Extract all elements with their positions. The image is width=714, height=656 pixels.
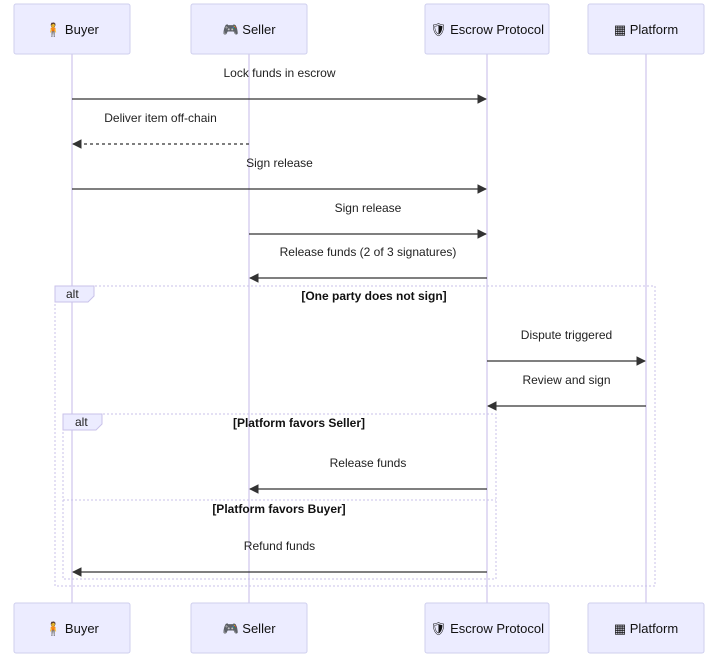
actor-box-platform-bottom — [587, 602, 705, 654]
actor-box-escrow-bottom — [424, 602, 550, 654]
actor-label-platform-top: ▦ Platform — [614, 22, 678, 37]
actor-name-seller: Seller — [242, 22, 276, 37]
actors-top: 🧍 Buyer 🎮 Seller 🛡 Escrow Protocol ▦ Platfo… — [13, 3, 705, 55]
actor-name-platform: Platform — [630, 621, 678, 636]
platform-icon: ▦ — [614, 22, 630, 37]
shield-icon: 🛡 — [430, 22, 450, 37]
actor-platform-top: ▦ Platform — [587, 3, 705, 55]
actor-label-platform-bottom: ▦ Platform — [614, 621, 678, 636]
message-label-8: Release funds — [330, 456, 407, 470]
actor-buyer-top: 🧍 Buyer — [13, 3, 131, 55]
message-label-6: Dispute triggered — [521, 328, 612, 342]
actor-label-escrow-top: 🛡 Escrow Protocol — [430, 22, 544, 37]
gamepad-icon: 🎮 — [222, 22, 242, 37]
actor-box-buyer-bottom — [13, 602, 131, 654]
message-label-2: Deliver item off-chain — [104, 111, 217, 125]
actor-label-buyer-bottom: 🧍 Buyer — [45, 621, 99, 636]
actor-seller-bottom: 🎮 Seller — [190, 602, 308, 654]
alt-frame-inner-tag — [62, 413, 103, 431]
actor-name-escrow: Escrow Protocol — [450, 621, 544, 636]
actor-escrow-bottom: 🛡 Escrow Protocol — [424, 602, 550, 654]
alt-frame-inner-label: alt — [75, 415, 88, 429]
alt-frame-inner-condition: [Platform favors Seller] — [233, 416, 365, 430]
message-label-9: Refund funds — [244, 539, 315, 553]
gamepad-icon: 🎮 — [222, 621, 242, 636]
message-label-3: Sign release — [246, 156, 313, 170]
message-label-1: Lock funds in escrow — [223, 66, 335, 80]
alt-frame-inner — [62, 413, 497, 580]
actor-label-seller-top: 🎮 Seller — [222, 22, 276, 37]
actor-box-escrow-top — [424, 3, 550, 55]
actor-box-seller-bottom — [190, 602, 308, 654]
message-label-5: Release funds (2 of 3 signatures) — [280, 245, 457, 259]
actor-name-escrow: Escrow Protocol — [450, 22, 544, 37]
actor-seller-top: 🎮 Seller — [190, 3, 308, 55]
actor-label-buyer-top: 🧍 Buyer — [45, 22, 99, 37]
actor-name-seller: Seller — [242, 621, 276, 636]
actor-name-buyer: Buyer — [65, 22, 100, 37]
actors-bottom: 🧍 Buyer 🎮 Seller 🛡 Escrow Protocol ▦ Platfo… — [13, 602, 705, 654]
alt-frame-outer-condition: [One party does not sign] — [301, 289, 446, 303]
alt-frame-inner-else-condition: [Platform favors Buyer] — [212, 502, 345, 516]
actor-box-buyer-top — [13, 3, 131, 55]
person-icon: 🧍 — [45, 621, 65, 636]
actor-box-platform-top — [587, 3, 705, 55]
message-label-7: Review and sign — [522, 373, 610, 387]
actor-label-seller-bottom: 🎮 Seller — [222, 621, 276, 636]
actor-name-platform: Platform — [630, 22, 678, 37]
actor-platform-bottom: ▦ Platform — [587, 602, 705, 654]
shield-icon: 🛡 — [430, 621, 450, 636]
alt-frame-outer-label: alt — [66, 287, 79, 301]
message-label-4: Sign release — [335, 201, 402, 215]
platform-icon: ▦ — [614, 621, 630, 636]
alt-frame-outer-tag — [54, 285, 95, 303]
actor-label-escrow-bottom: 🛡 Escrow Protocol — [430, 621, 544, 636]
actor-name-buyer: Buyer — [65, 621, 100, 636]
person-icon: 🧍 — [45, 22, 65, 37]
actor-box-seller-top — [190, 3, 308, 55]
actor-buyer-bottom: 🧍 Buyer — [13, 602, 131, 654]
alt-frame-outer — [54, 285, 656, 587]
actor-escrow-top: 🛡 Escrow Protocol — [424, 3, 550, 55]
